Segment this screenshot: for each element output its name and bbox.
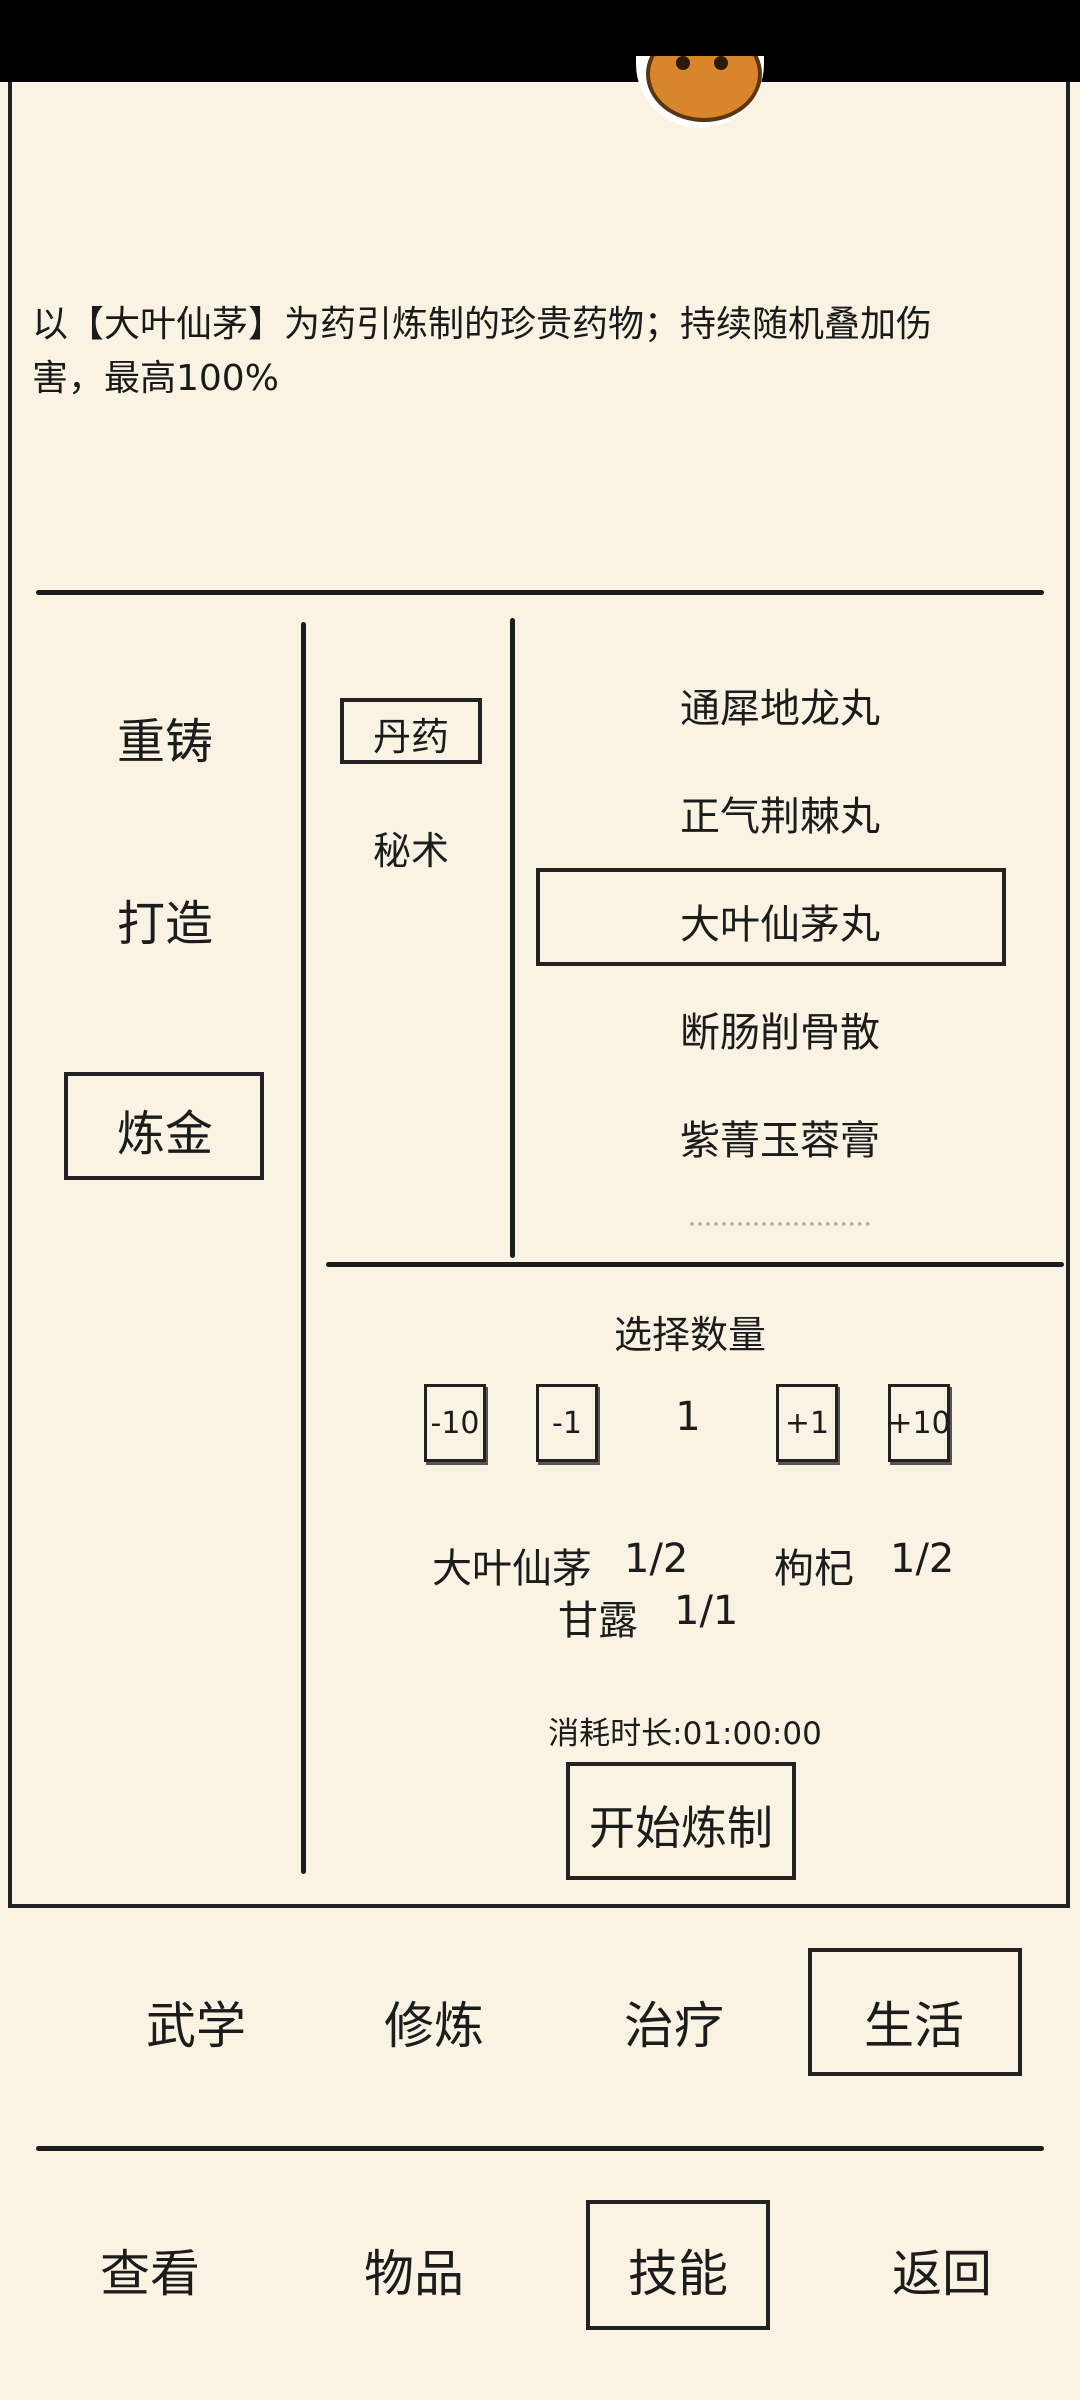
recipe-item[interactable]: 正气荆棘丸 — [680, 794, 880, 840]
nav-skills[interactable]: 技能 — [628, 2245, 728, 2303]
ingredient-count: 1/2 — [624, 1536, 689, 1582]
ingredient-count: 1/2 — [890, 1536, 955, 1582]
duration-label: 消耗时长:01:00:00 — [548, 1716, 822, 1752]
divider — [36, 590, 1044, 595]
subcategory-pills[interactable]: 丹药 — [372, 715, 449, 759]
recipe-item[interactable]: 断肠削骨散 — [680, 1010, 880, 1056]
category-recast[interactable]: 重铸 — [116, 714, 213, 770]
tab-martial-arts[interactable]: 武学 — [146, 1997, 246, 2055]
recipe-item[interactable]: 通犀地龙丸 — [680, 686, 880, 732]
crafting-panel — [8, 82, 1070, 1908]
increase-1-button[interactable]: +1 — [776, 1384, 838, 1462]
subcategory-secret-arts[interactable]: 秘术 — [372, 829, 449, 873]
tab-life[interactable]: 生活 — [864, 1997, 964, 2055]
divider — [36, 2146, 1044, 2151]
category-alchemy[interactable]: 炼金 — [116, 1106, 213, 1162]
nav-view[interactable]: 查看 — [100, 2245, 200, 2303]
ingredient-name: 甘露 — [558, 1598, 638, 1644]
ingredient-name: 枸杞 — [774, 1546, 854, 1592]
ingredient-name: 大叶仙茅 — [432, 1546, 592, 1592]
ingredient-count: 1/1 — [674, 1588, 739, 1634]
divider — [326, 1262, 1064, 1267]
nav-back[interactable]: 返回 — [892, 2245, 992, 2303]
tab-life-selected-frame — [808, 1948, 1022, 2076]
increase-10-button[interactable]: +10 — [887, 1384, 951, 1462]
recipe-item-selected[interactable]: 大叶仙茅丸 — [680, 902, 880, 948]
nav-skills-selected-frame — [586, 2200, 770, 2330]
start-refining-button-frame — [566, 1762, 796, 1880]
category-forge[interactable]: 打造 — [116, 896, 213, 952]
decrease-10-button[interactable]: -10 — [424, 1384, 486, 1462]
subcategory-pills-selected-frame — [340, 698, 482, 764]
recipe-list-fade — [520, 1200, 1060, 1252]
quantity-value: 1 — [675, 1394, 701, 1440]
tab-healing[interactable]: 治疗 — [624, 1997, 724, 2055]
category-alchemy-selected-frame — [64, 1072, 264, 1180]
nav-items[interactable]: 物品 — [364, 2245, 464, 2303]
recipe-item[interactable]: 紫菁玉蓉膏 — [680, 1118, 880, 1164]
item-description: 以【大叶仙茅】为药引炼制的珍贵药物；持续随机叠加伤害，最高100% — [32, 304, 933, 399]
column-divider — [301, 622, 306, 1874]
quantity-title: 选择数量 — [613, 1313, 766, 1357]
recipe-selected-frame — [536, 868, 1006, 966]
start-refining-button[interactable]: 开始炼制 — [589, 1801, 773, 1855]
tab-cultivation[interactable]: 修炼 — [384, 1997, 484, 2055]
status-bar — [0, 0, 1080, 82]
column-divider — [510, 618, 515, 1258]
decrease-1-button[interactable]: -1 — [536, 1384, 598, 1462]
